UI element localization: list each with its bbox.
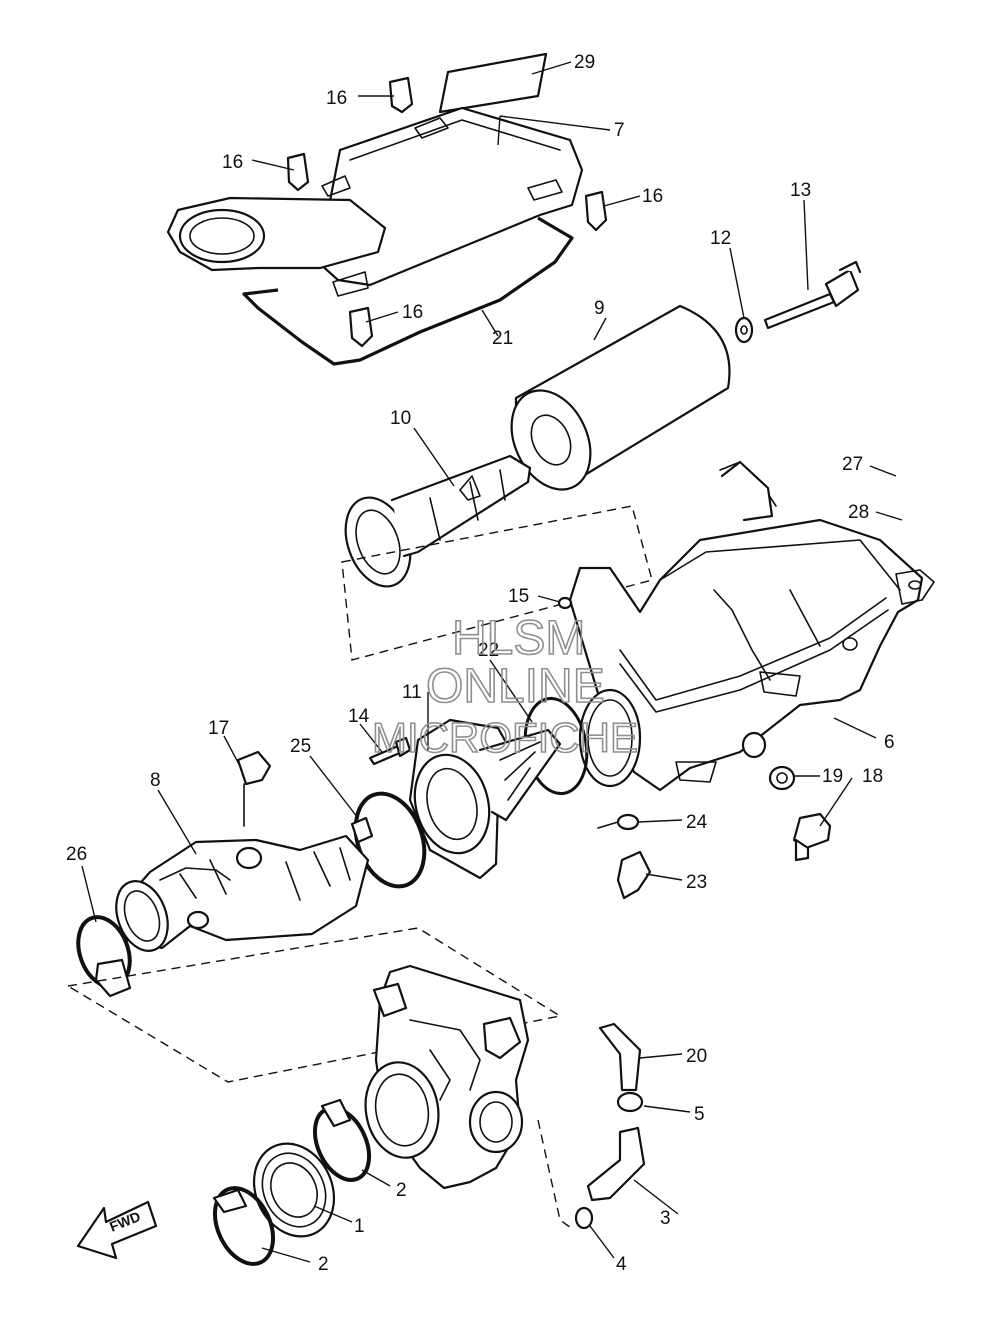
part-24-clip xyxy=(597,813,640,831)
part-20-hose xyxy=(598,1022,642,1092)
assembly-guide-upper xyxy=(341,505,653,661)
callout-labels: 29 7 16 16 16 16 21 13 12 9 10 27 28 15 … xyxy=(66,52,895,1275)
part-1-intake-joint xyxy=(252,1142,336,1238)
callout-15: 15 xyxy=(508,586,529,607)
callout-12: 12 xyxy=(710,228,731,249)
callout-1: 1 xyxy=(354,1216,365,1237)
callout-13: 13 xyxy=(790,180,811,201)
callout-28: 28 xyxy=(848,502,869,523)
part-13-wing-bolt xyxy=(763,260,862,330)
assembly-guide-side xyxy=(537,1119,575,1231)
callout-19: 19 xyxy=(822,766,843,787)
callout-25: 25 xyxy=(290,736,311,757)
part-11-air-joint xyxy=(408,718,562,880)
watermark-line-1: HLSM xyxy=(452,612,585,665)
callout-29: 29 xyxy=(574,52,595,73)
callout-2-lower: 2 xyxy=(318,1254,329,1275)
callout-17: 17 xyxy=(208,718,229,739)
part-9-air-filter xyxy=(510,304,731,491)
callout-16-top: 16 xyxy=(326,88,347,109)
throttle-body xyxy=(364,964,530,1190)
callout-11: 11 xyxy=(402,682,422,703)
watermark-line-2: ONLINE xyxy=(426,660,605,713)
part-8-air-duct xyxy=(115,834,370,952)
part-10-filter-cage xyxy=(344,454,532,588)
part-2-clamp-upper xyxy=(312,1098,372,1182)
leader-lines xyxy=(81,61,903,1263)
part-21-seal xyxy=(242,216,574,366)
part-29-label xyxy=(438,52,548,114)
part-4-clip xyxy=(574,1206,594,1230)
callout-18: 18 xyxy=(862,766,883,787)
part-23-drain-plug xyxy=(616,850,652,900)
fwd-arrow-icon: FWD xyxy=(76,1200,158,1260)
callout-16-left: 16 xyxy=(222,152,243,173)
callout-21: 21 xyxy=(492,328,513,349)
part-7-airbox-cap xyxy=(166,106,584,297)
callout-2-upper: 2 xyxy=(396,1180,407,1201)
callout-23: 23 xyxy=(686,872,707,893)
callout-26: 26 xyxy=(66,844,87,865)
part-12-washer xyxy=(734,316,754,344)
part-15-grommet xyxy=(557,596,573,610)
callout-10: 10 xyxy=(390,408,411,429)
part-16-clip xyxy=(286,76,608,348)
part-2-clamp-lower xyxy=(212,1186,276,1266)
callout-5: 5 xyxy=(694,1104,705,1125)
callout-8: 8 xyxy=(150,770,161,791)
watermark-line-3: MICROFICHE xyxy=(372,714,638,761)
callout-27: 27 xyxy=(842,454,863,475)
part-3-hose xyxy=(586,1126,646,1202)
callout-9: 9 xyxy=(594,298,605,319)
callout-14: 14 xyxy=(348,706,370,727)
part-6-airbox-case xyxy=(568,460,935,792)
callout-16-right: 16 xyxy=(642,186,663,207)
callout-3: 3 xyxy=(660,1208,671,1229)
part-18-joint xyxy=(792,812,832,862)
part-14-screw xyxy=(368,736,412,766)
part-17-sensor xyxy=(236,750,272,827)
part-19-grommet xyxy=(768,765,796,791)
callout-22: 22 xyxy=(478,640,499,661)
callout-24: 24 xyxy=(686,812,708,833)
assembly-guide-lower xyxy=(66,927,562,1083)
callout-6: 6 xyxy=(884,732,895,753)
part-5-clip xyxy=(616,1091,644,1113)
callout-7: 7 xyxy=(614,120,625,141)
callout-20: 20 xyxy=(686,1046,707,1067)
callout-4: 4 xyxy=(616,1254,627,1275)
callout-16-bottom: 16 xyxy=(402,302,423,323)
watermark: HLSM ONLINE MICROFICHE xyxy=(371,611,639,762)
